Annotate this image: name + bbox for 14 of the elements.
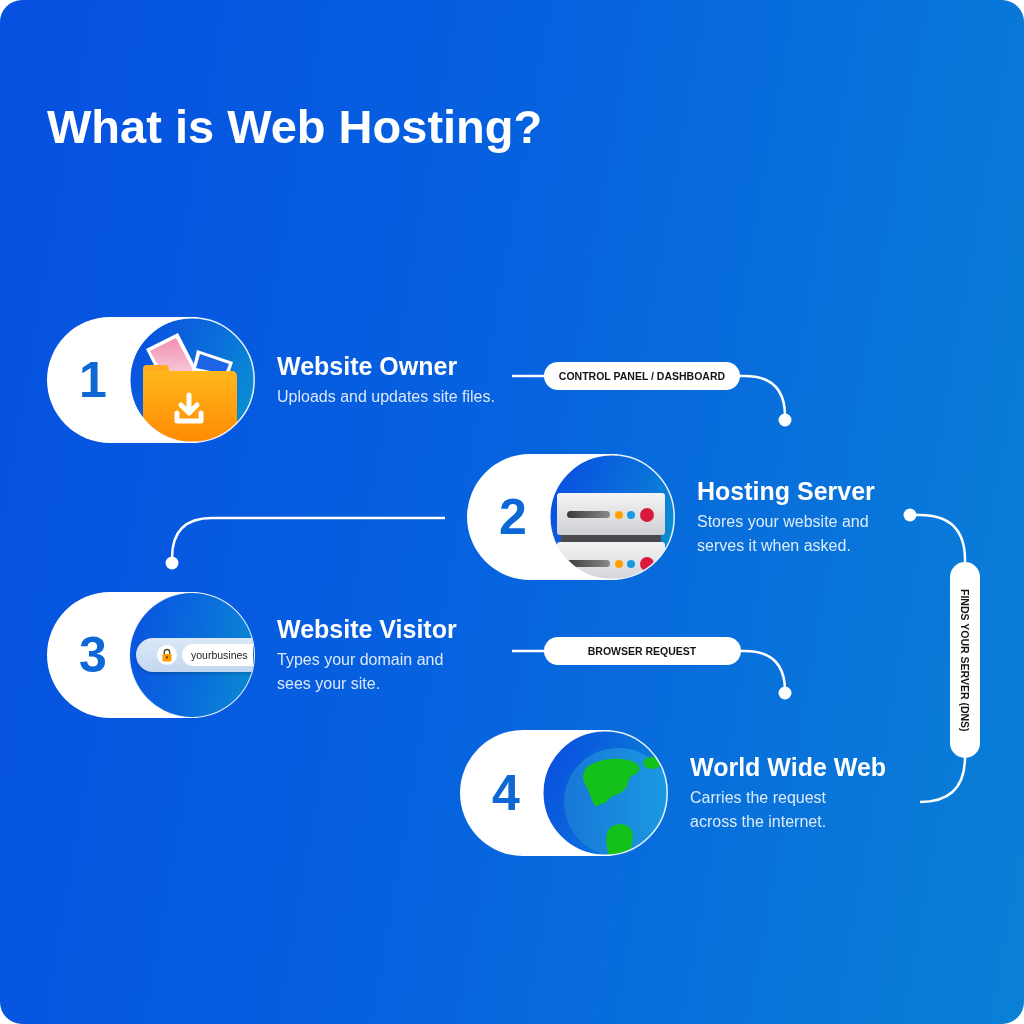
step-description: Types your domain and sees your site. bbox=[277, 650, 445, 694]
step-heading: World Wide Web bbox=[690, 752, 887, 782]
title: What is Web Hosting? bbox=[47, 101, 543, 153]
step-heading: Website Visitor bbox=[277, 614, 458, 644]
step-heading: Website Owner bbox=[277, 351, 459, 381]
url-field: yourbusines bbox=[182, 644, 253, 666]
step-description: Uploads and updates site files. bbox=[277, 387, 496, 407]
edge-label: BROWSER REQUEST bbox=[543, 637, 741, 665]
step-heading: Hosting Server bbox=[697, 476, 876, 506]
edge-label: CONTROL PANEL / DASHBOARD bbox=[544, 362, 740, 390]
step-description: Stores your website and serves it when asked. bbox=[697, 512, 870, 556]
connector bbox=[165, 516, 445, 570]
step-description: Carries the request across the internet. bbox=[690, 788, 828, 832]
edge-label: FINDS YOUR SERVER (DNS) bbox=[950, 562, 980, 758]
